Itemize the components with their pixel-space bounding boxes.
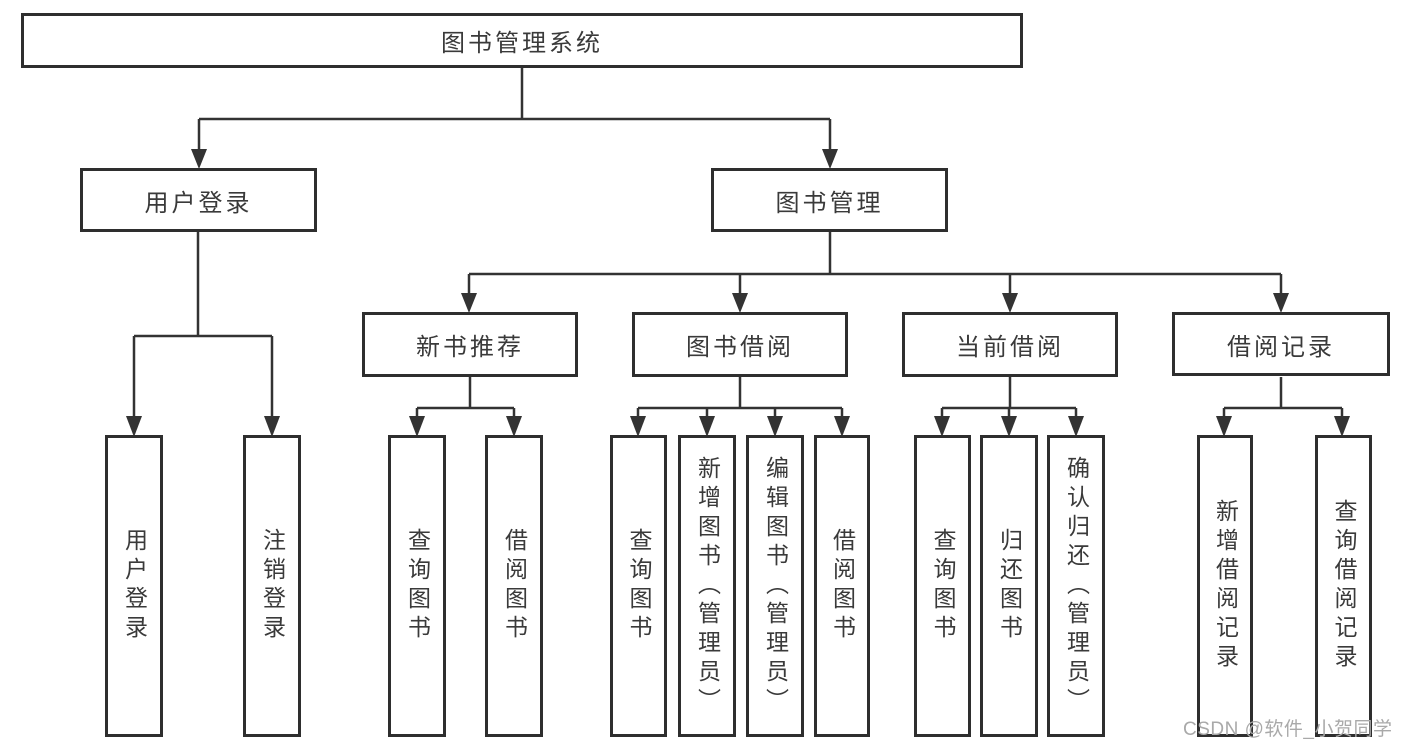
- leaf-edit-book-admin-label: 编辑图书（管理员）: [762, 455, 789, 717]
- leaf-query-book-recommend: 查询图书: [388, 435, 446, 737]
- node-borrow-records-label: 借阅记录: [1227, 333, 1335, 361]
- leaf-edit-book-admin: 编辑图书（管理员）: [746, 435, 804, 737]
- node-book-management-label: 图书管理: [775, 189, 884, 217]
- watermark: CSDN @软件_小贺同学: [1183, 719, 1393, 740]
- node-book-borrowing: 图书借阅: [632, 312, 848, 377]
- node-current-borrowing: 当前借阅: [902, 312, 1118, 377]
- leaf-borrow-book-label: 借阅图书: [829, 528, 856, 644]
- leaf-borrow-book-recommend: 借阅图书: [485, 435, 543, 737]
- leaf-logout: 注销登录: [243, 435, 301, 737]
- leaf-query-book-borrowing-label: 查询图书: [626, 528, 652, 644]
- arrowheads: [126, 149, 1350, 437]
- leaf-borrow-book-recommend-label: 借阅图书: [501, 528, 528, 644]
- leaf-query-book-borrowing: 查询图书: [610, 435, 667, 737]
- node-new-book-recommend: 新书推荐: [362, 312, 578, 377]
- node-borrow-records: 借阅记录: [1172, 312, 1390, 376]
- leaf-user-login: 用户登录: [105, 435, 163, 737]
- node-user-login-label: 用户登录: [144, 189, 253, 217]
- leaf-add-borrow-record: 新增借阅记录: [1197, 435, 1253, 737]
- leaf-add-book-admin: 新增图书（管理员）: [678, 435, 736, 737]
- node-new-book-recommend-label: 新书推荐: [416, 334, 524, 361]
- leaf-logout-label: 注销登录: [259, 528, 286, 644]
- leaf-add-book-admin-label: 新增图书（管理员）: [694, 455, 721, 717]
- leaf-query-borrow-record-label: 查询借阅记录: [1331, 499, 1357, 673]
- leaf-query-book-current: 查询图书: [914, 435, 971, 737]
- leaf-add-borrow-record-label: 新增借阅记录: [1212, 499, 1239, 673]
- leaf-query-borrow-record: 查询借阅记录: [1315, 435, 1372, 737]
- leaf-return-book: 归还图书: [980, 435, 1038, 737]
- node-book-borrowing-label: 图书借阅: [686, 334, 794, 361]
- leaf-confirm-return-admin-label: 确认归还（管理员）: [1063, 455, 1090, 717]
- node-root: 图书管理系统: [21, 13, 1023, 68]
- leaf-confirm-return-admin: 确认归还（管理员）: [1047, 435, 1105, 737]
- node-root-label: 图书管理系统: [441, 30, 603, 57]
- node-book-management: 图书管理: [711, 168, 948, 232]
- leaf-user-login-label: 用户登录: [121, 528, 148, 644]
- node-user-login: 用户登录: [80, 168, 317, 232]
- leaf-query-book-current-label: 查询图书: [930, 528, 956, 644]
- node-current-borrowing-label: 当前借阅: [956, 334, 1064, 361]
- leaf-borrow-book: 借阅图书: [814, 435, 870, 737]
- leaf-query-book-recommend-label: 查询图书: [404, 528, 431, 644]
- leaf-return-book-label: 归还图书: [996, 528, 1023, 644]
